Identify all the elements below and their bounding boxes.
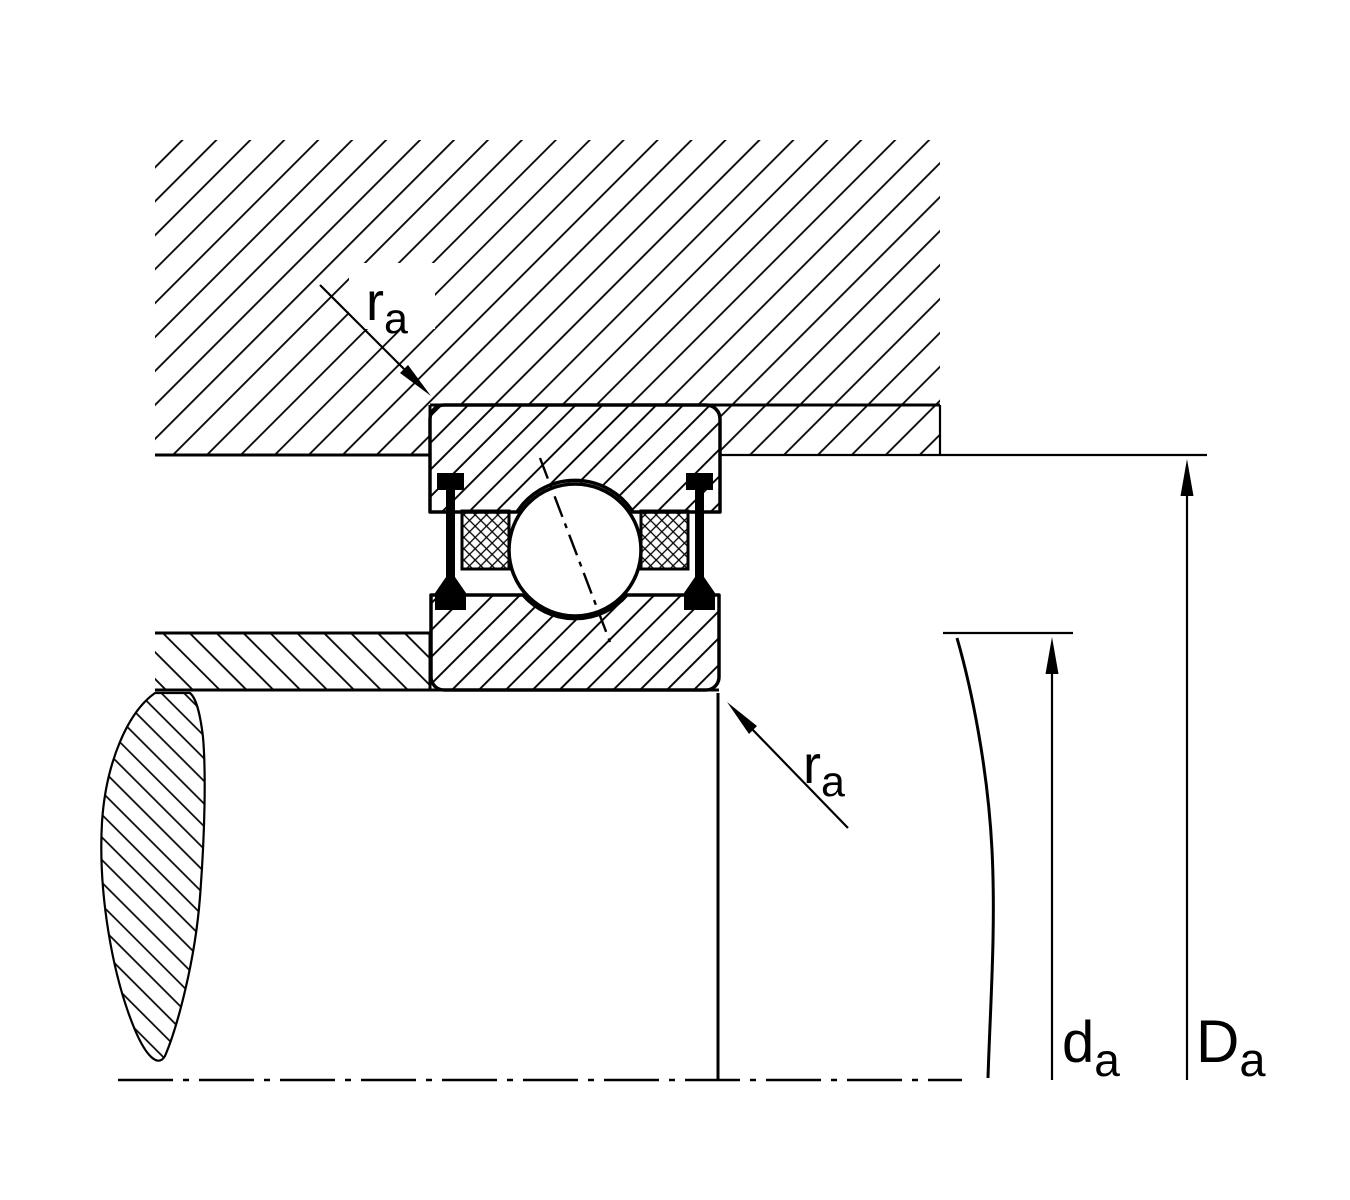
leader-line-ra-bottom <box>750 727 849 829</box>
bearing-cage-left <box>460 509 511 571</box>
callout-fillet-radius-bottom: ra <box>727 702 849 829</box>
shaft-shoulder-section <box>155 631 432 690</box>
leader-line-ra-top <box>319 284 407 372</box>
arrowhead-ra-bottom <box>727 702 757 734</box>
label-Da: Da <box>1196 1008 1266 1086</box>
shaft-break-section <box>100 691 206 1062</box>
bearing-cage-right <box>639 509 690 571</box>
arrowhead-da <box>1045 637 1059 674</box>
label-ra-top: ra <box>366 272 408 343</box>
shaft-shoulder-profile-curve <box>955 637 995 1079</box>
ball-contact-angle-axis <box>538 457 612 643</box>
housing-abutment-hatch-area <box>720 405 940 455</box>
dimension-shaft-abutment-diameter: da <box>1045 637 1120 1086</box>
arrowhead-ra-top <box>400 365 431 396</box>
housing-hatch-area <box>155 140 940 455</box>
arrowhead-Da <box>1180 459 1194 496</box>
housing-abutment-section <box>720 405 942 455</box>
bearing-seal-left <box>435 473 466 610</box>
label-da: da <box>1062 1010 1120 1086</box>
bearing-seal-right <box>684 473 715 610</box>
dimension-housing-abutment-diameter: Da <box>1180 459 1266 1086</box>
bearing-inner-ring <box>429 593 721 692</box>
bearing-outer-ring <box>428 403 722 514</box>
callout-fillet-radius-top: ra <box>319 263 435 396</box>
bearing-cross-section <box>428 403 722 692</box>
label-ra-bottom: ra <box>803 735 845 806</box>
shaft-shoulder-hatch-area <box>155 633 430 690</box>
label-backing-top <box>349 263 435 329</box>
